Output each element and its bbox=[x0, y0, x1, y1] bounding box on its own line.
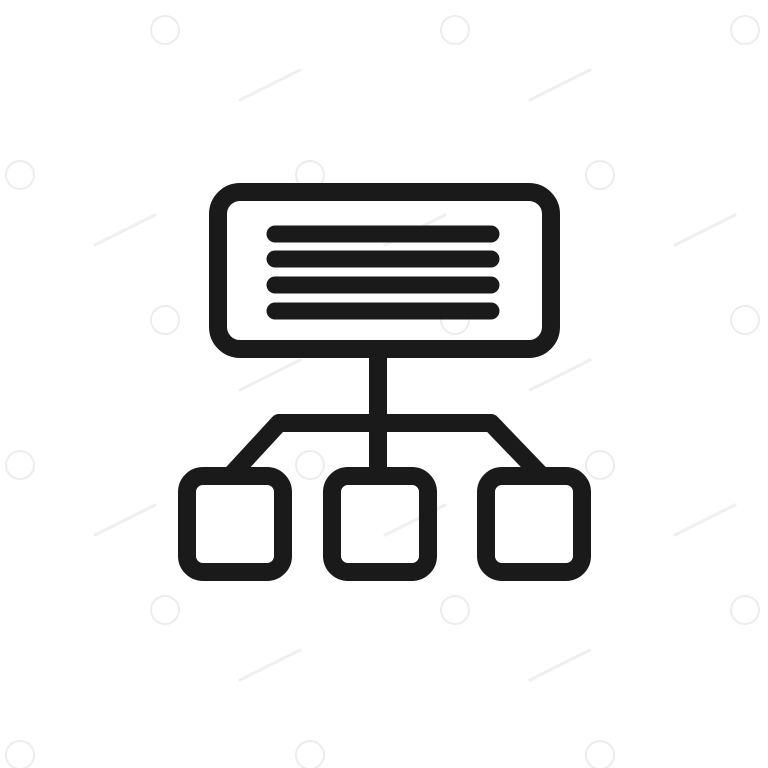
child-node-left bbox=[178, 467, 292, 581]
child-node-middle bbox=[323, 467, 437, 581]
branch-connector bbox=[225, 414, 547, 481]
child-node-right bbox=[477, 467, 591, 581]
connector-lines bbox=[225, 357, 547, 481]
top-panel-frame bbox=[209, 183, 560, 358]
panel-text-lines bbox=[266, 225, 500, 320]
